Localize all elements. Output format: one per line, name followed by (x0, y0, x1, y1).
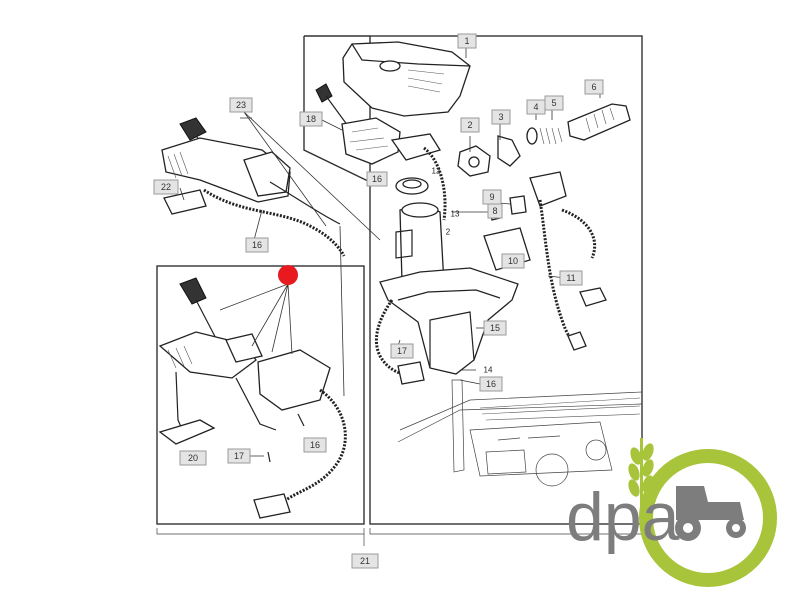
dpa-logo: dpa (566, 438, 777, 587)
svg-text:20: 20 (188, 453, 198, 463)
leader-lines (179, 46, 601, 457)
svg-text:6: 6 (591, 82, 596, 92)
callout-16-top[interactable]: 16 (366, 171, 388, 187)
callout-3[interactable]: 3 (491, 109, 511, 125)
svg-text:5: 5 (551, 98, 556, 108)
svg-text:10: 10 (508, 256, 518, 266)
callout-16-left[interactable]: 16 (245, 237, 269, 253)
dashboard-panel (397, 379, 643, 487)
callout-15[interactable]: 15 (483, 320, 507, 336)
svg-text:15: 15 (490, 323, 500, 333)
inset-lever-assembly (158, 277, 347, 519)
svg-text:18: 18 (306, 114, 316, 124)
bracket-21-left (156, 528, 365, 535)
wheat-icon (628, 438, 654, 508)
callout-21[interactable]: 21 (351, 553, 379, 569)
callout-5[interactable]: 5 (544, 95, 564, 111)
svg-text:12: 12 (432, 167, 441, 176)
svg-text:23: 23 (236, 100, 246, 110)
svg-text:3: 3 (498, 112, 503, 122)
svg-text:11: 11 (566, 273, 575, 283)
selected-part-marker[interactable] (278, 265, 298, 285)
callout-2-lower[interactable]: 2 (446, 228, 451, 237)
svg-text:22: 22 (161, 182, 171, 192)
callout-11[interactable]: 11 (559, 270, 583, 286)
svg-text:16: 16 (486, 379, 496, 389)
callout-6[interactable]: 6 (584, 79, 604, 95)
svg-text:17: 17 (234, 451, 244, 461)
svg-text:1: 1 (464, 36, 469, 46)
callout-20[interactable]: 20 (179, 450, 207, 466)
svg-text:4: 4 (533, 102, 538, 112)
svg-text:21: 21 (360, 556, 370, 566)
lower-column-housing (379, 267, 519, 375)
callout-16-right[interactable]: 16 (479, 376, 503, 392)
callout-4[interactable]: 4 (526, 99, 546, 115)
callout-17-inset[interactable]: 17 (227, 448, 251, 464)
tractor-icon (675, 486, 746, 541)
callout-22[interactable]: 22 (153, 179, 179, 195)
callout-14[interactable]: 14 (484, 366, 493, 375)
callout-18[interactable]: 18 (299, 111, 323, 127)
callout-12[interactable]: 12 (432, 167, 441, 176)
svg-text:9: 9 (489, 192, 494, 202)
callout-9[interactable]: 9 (482, 189, 502, 205)
callout-2[interactable]: 2 (460, 117, 480, 133)
svg-text:2: 2 (446, 228, 451, 237)
svg-text:14: 14 (484, 366, 493, 375)
svg-text:17: 17 (397, 346, 407, 356)
inset-assembly-frame (156, 265, 365, 525)
callout-13[interactable]: 13 (451, 210, 460, 219)
logo-wordmark: dpa (566, 479, 680, 555)
svg-text:16: 16 (372, 174, 382, 184)
ignition-ring (395, 177, 429, 195)
right-wiring-harness (375, 146, 447, 385)
svg-text:16: 16 (310, 440, 320, 450)
hand-throttle-assembly (161, 117, 346, 257)
right-assembly-frame (369, 35, 643, 525)
callout-10[interactable]: 10 (501, 253, 525, 269)
svg-text:13: 13 (451, 210, 460, 219)
svg-text:8: 8 (492, 206, 497, 216)
multi-function-switch (315, 83, 442, 165)
svg-text:2: 2 (467, 120, 472, 130)
wiper-switch-group (457, 103, 631, 177)
steering-column-cover (342, 41, 471, 117)
frame-left-extension (303, 36, 371, 183)
callout-23[interactable]: 23 (229, 97, 253, 113)
callout-16-inset[interactable]: 16 (303, 437, 327, 453)
svg-text:16: 16 (252, 240, 262, 250)
callout-17-right[interactable]: 17 (390, 343, 414, 359)
callout-1[interactable]: 1 (457, 33, 477, 49)
callout-8[interactable]: 8 (487, 203, 503, 219)
